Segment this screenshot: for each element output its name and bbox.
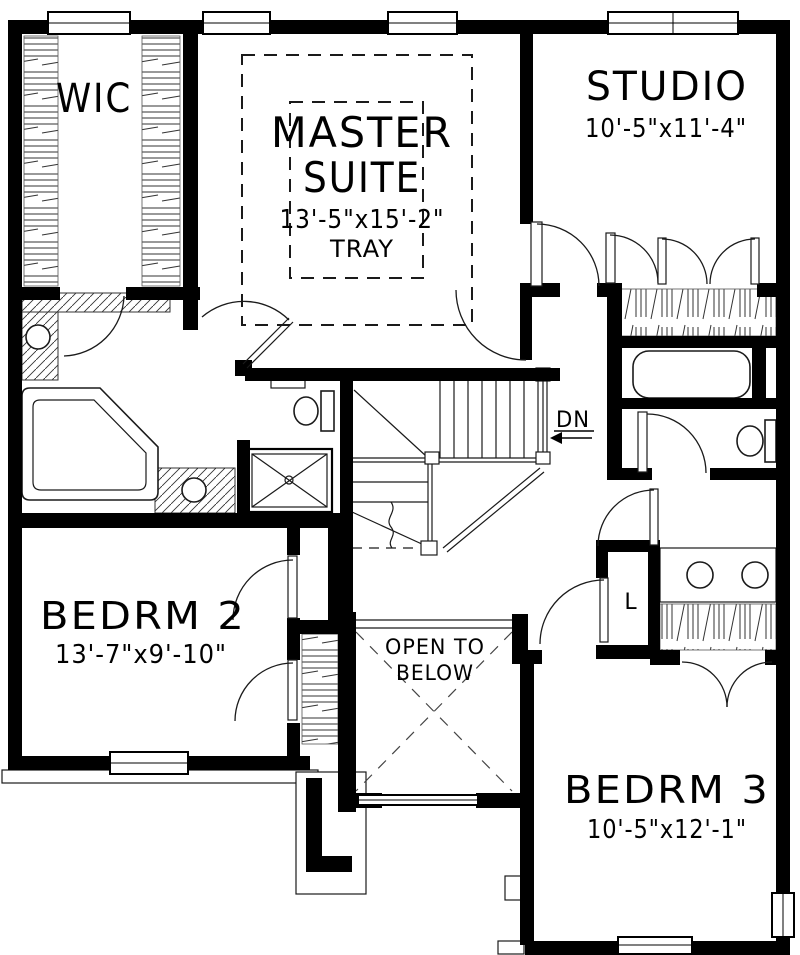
studio-double-doors	[657, 237, 760, 285]
master-shower	[245, 447, 334, 514]
door-arc	[709, 238, 756, 285]
master-corner-tub	[21, 387, 159, 501]
door-arc	[726, 661, 773, 708]
drain-icon	[284, 475, 294, 485]
label-open-below-2: BELOW	[396, 661, 474, 685]
bedrm2-entry-door	[232, 555, 298, 621]
room-label-bedrm2: BEDRM 2	[40, 594, 246, 638]
window	[202, 11, 271, 35]
open-to-below-shaft	[355, 619, 513, 792]
studio-closet-shelves	[617, 288, 777, 337]
sink-icon	[741, 561, 769, 589]
door-arc	[661, 238, 708, 285]
stair-rail	[446, 471, 545, 553]
door-arc	[681, 661, 728, 708]
room-dims-bedrm2: 13'-7"x9'-10"	[55, 640, 227, 670]
room-label-master-2: SUITE	[303, 153, 421, 202]
hall-tub	[632, 350, 751, 399]
newel-post	[535, 451, 551, 465]
wic-closet-shelves	[23, 35, 181, 287]
room-dims-master: 13'-5"x15'-2"	[280, 205, 445, 235]
bedrm2-closet-door	[234, 659, 298, 722]
bedrm3-entry-door	[539, 577, 609, 645]
window-double	[607, 11, 739, 35]
break-line	[388, 501, 394, 549]
sink-icon	[686, 561, 714, 589]
door-arc	[646, 413, 707, 474]
vanity-area-door	[597, 488, 659, 547]
door-arc	[201, 300, 290, 321]
door-arc	[539, 579, 605, 645]
newel-post	[424, 451, 440, 465]
bedrm3-closet-shelves	[659, 603, 777, 651]
door-arc	[232, 559, 294, 621]
window	[617, 936, 693, 955]
window	[771, 892, 795, 938]
windows	[47, 11, 795, 955]
door-arc	[536, 223, 600, 287]
door-arc-master-entry	[455, 289, 527, 361]
window	[387, 11, 458, 35]
walls	[8, 20, 790, 955]
door-arc	[597, 489, 655, 547]
hall-toilet	[736, 419, 777, 463]
railing-open-below	[357, 794, 479, 806]
room-dims-studio: 10'-5"x11'-4"	[585, 114, 747, 144]
room-dims-bedrm3: 10'-5"x12'-1"	[587, 815, 747, 845]
stair-rail	[442, 467, 541, 549]
tray-ceiling-outline	[241, 54, 473, 326]
sink-icon	[25, 324, 51, 350]
room-label-wic: WIC	[56, 76, 132, 122]
label-dn: DN	[556, 408, 590, 433]
window	[109, 751, 189, 775]
doors	[63, 221, 773, 722]
newel-post	[420, 540, 438, 556]
dn-arrow-icon	[550, 430, 594, 444]
hall-bath-door	[637, 411, 707, 474]
master-vanity-counter-2	[154, 467, 236, 514]
window	[47, 11, 131, 35]
room-label-studio: STUDIO	[586, 64, 748, 110]
room-label-bedrm3: BEDRM 3	[564, 768, 770, 812]
door-arc	[63, 295, 125, 357]
bedrm2-closet-shelves	[301, 633, 339, 745]
post-outline-bed3-bottom	[497, 940, 525, 955]
label-linen: L	[624, 590, 637, 615]
room-note-tray: TRAY	[329, 235, 394, 263]
door-arc	[609, 234, 659, 284]
sink-icon	[181, 477, 207, 503]
door-arc	[234, 662, 294, 722]
bedrm3-closet-double-doors	[681, 661, 773, 708]
studio-door	[605, 232, 659, 284]
hall-door	[530, 221, 600, 287]
room-label-master-1: MASTER	[271, 108, 453, 157]
label-open-below-1: OPEN TO	[385, 635, 485, 659]
